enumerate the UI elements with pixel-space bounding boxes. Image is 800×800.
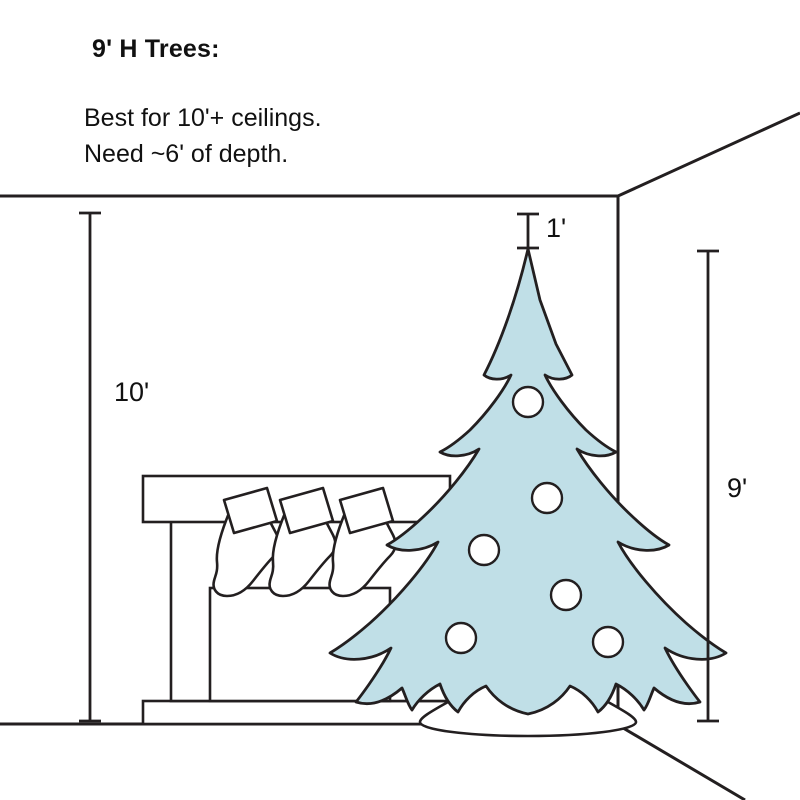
- ornament: [549, 578, 583, 612]
- stocking-cuff: [222, 486, 279, 535]
- ceiling-perspective-line: [617, 111, 800, 198]
- stocking-body: [268, 510, 337, 598]
- ornament: [444, 621, 478, 655]
- stocking: [328, 486, 397, 598]
- dimension-label-tree-height: 9': [727, 473, 748, 503]
- christmas-tree: [328, 247, 728, 716]
- stocking-cuff: [338, 486, 395, 535]
- dimension-ceiling-height: [79, 211, 101, 723]
- tree-silhouette: [328, 247, 728, 716]
- dimension-tree-height: [697, 249, 719, 723]
- ornament: [530, 481, 564, 515]
- floor-perspective-line: [617, 723, 746, 800]
- tree-ornaments: [444, 385, 625, 659]
- dimension-clearance: [517, 212, 539, 250]
- stockings-group: [212, 486, 397, 598]
- ornament: [591, 625, 625, 659]
- dimension-label-ceiling-height: 10': [114, 377, 150, 407]
- fireplace-hearth: [141, 699, 452, 726]
- dimension-label-clearance: 1': [546, 213, 567, 243]
- stocking-body: [328, 510, 397, 598]
- stocking: [268, 486, 337, 598]
- stocking-cuff: [278, 486, 335, 535]
- ornament: [511, 385, 545, 419]
- dimension-lines: [79, 211, 719, 723]
- ornament: [467, 533, 501, 567]
